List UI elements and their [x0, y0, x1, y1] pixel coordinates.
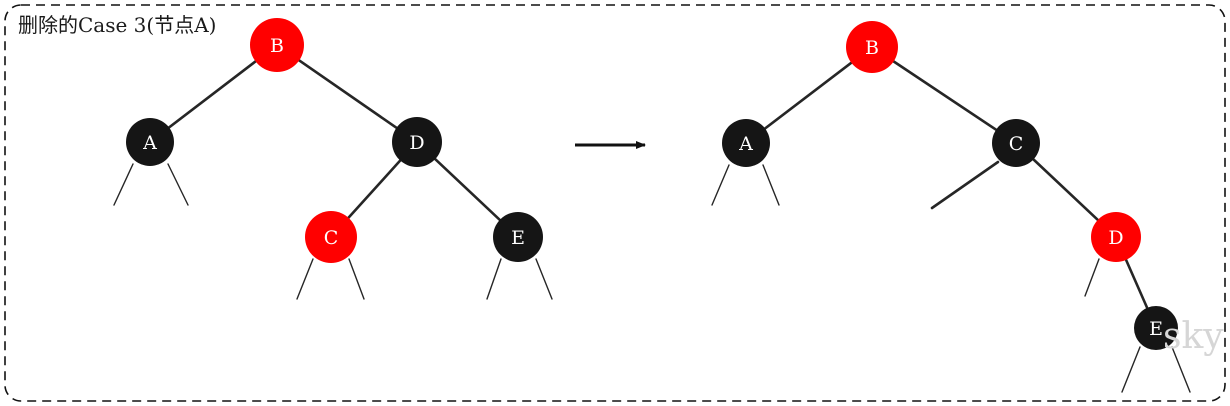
black-node-circle[interactable]: [392, 117, 442, 167]
tree-edge: [345, 157, 404, 222]
black-node-circle[interactable]: [1134, 306, 1178, 350]
child-stub-line: [167, 163, 189, 206]
child-stub-line: [1084, 258, 1100, 297]
black-node-circle[interactable]: [992, 119, 1040, 167]
red-node-circle[interactable]: [1091, 212, 1141, 262]
tree-node-b[interactable]: B: [250, 18, 304, 72]
node-label: C: [324, 227, 339, 249]
tree-edge: [1030, 156, 1102, 224]
red-node-circle[interactable]: [846, 21, 898, 73]
tree-node-e[interactable]: E: [493, 212, 543, 262]
node-label: E: [1149, 318, 1163, 340]
black-node-circle[interactable]: [126, 118, 174, 166]
tree-edge: [761, 59, 856, 132]
node-label: D: [409, 132, 424, 154]
tree-edge: [1123, 255, 1150, 312]
red-node-circle[interactable]: [250, 18, 304, 72]
child-stub-line: [930, 160, 1000, 210]
tree-node-a[interactable]: A: [126, 118, 174, 166]
black-node-circle[interactable]: [722, 119, 770, 167]
tree-node-c[interactable]: C: [305, 211, 357, 263]
child-stub-line: [1121, 346, 1141, 393]
tree-edge: [889, 58, 1000, 133]
child-stub-line: [711, 164, 730, 206]
before-tree: B A D C E: [113, 18, 553, 300]
child-stub-line: [1171, 346, 1191, 393]
tree-node-d[interactable]: D: [1091, 212, 1141, 262]
child-stub-line: [535, 258, 553, 300]
child-stub-line: [348, 258, 365, 300]
after-tree: B A C D E: [711, 21, 1191, 393]
child-stub-line: [296, 258, 314, 300]
node-label: A: [142, 132, 157, 154]
node-label: A: [738, 133, 753, 155]
tree-node-c[interactable]: C: [992, 119, 1040, 167]
tree-node-d[interactable]: D: [392, 117, 442, 167]
node-label: E: [511, 227, 525, 249]
dashed-border: [4, 4, 1226, 402]
tree-edge: [165, 58, 260, 131]
node-label: C: [1009, 133, 1024, 155]
node-label: B: [270, 35, 284, 57]
watermark-label: sky: [1163, 316, 1224, 357]
child-stub-line: [486, 258, 502, 300]
child-stub-line: [762, 164, 780, 206]
tree-layer: B A D C E B A C D E: [113, 18, 1191, 393]
tree-edge: [295, 57, 401, 131]
node-label: D: [1108, 227, 1123, 249]
page-title: 删除的Case 3(节点A): [18, 13, 216, 37]
child-stub-line: [113, 163, 134, 206]
red-node-circle[interactable]: [305, 211, 357, 263]
node-label: B: [865, 37, 879, 59]
tree-node-a[interactable]: A: [722, 119, 770, 167]
black-node-circle[interactable]: [493, 212, 543, 262]
tree-edge: [431, 155, 504, 224]
tree-node-e[interactable]: E: [1134, 306, 1178, 350]
tree-node-b[interactable]: B: [846, 21, 898, 73]
